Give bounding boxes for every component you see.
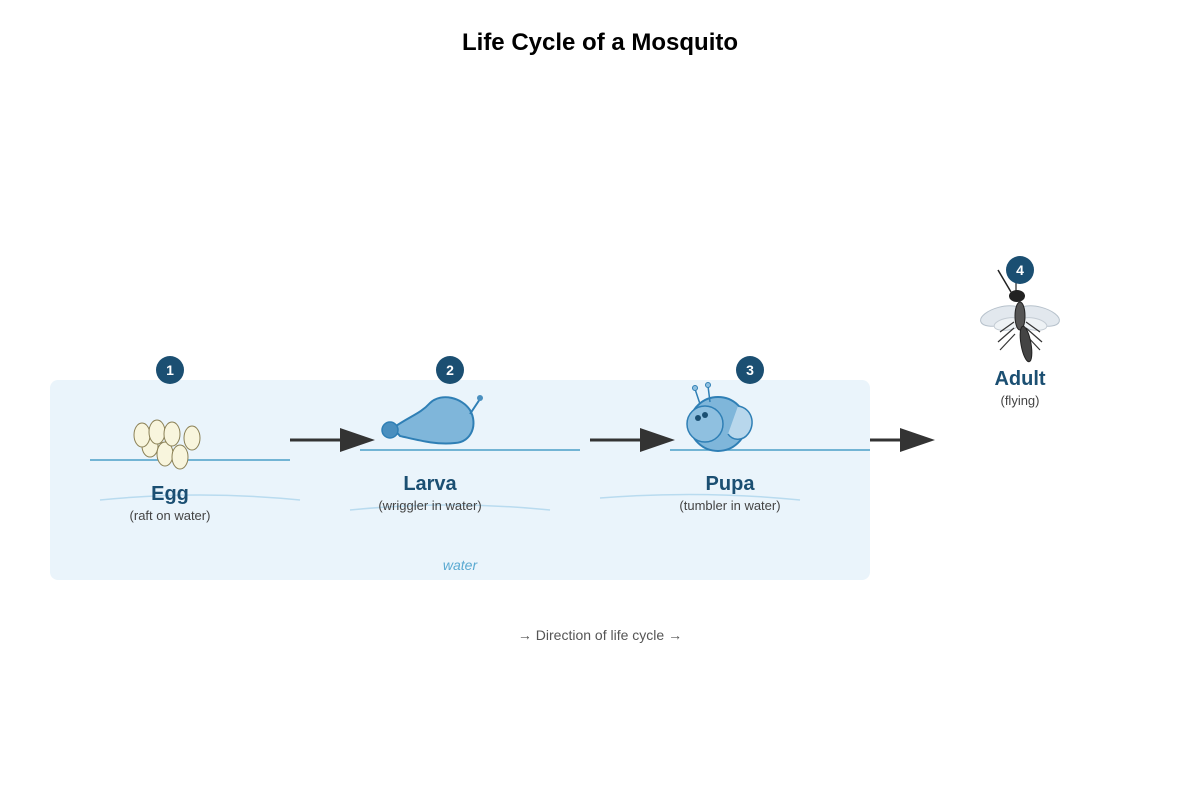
stage-arrows [290,428,935,452]
stage-name: Pupa [706,473,756,495]
stage-subtitle: (flying) [1000,393,1039,408]
arrow-head [340,428,375,452]
arrow-head [900,428,935,452]
stage-name: Egg [151,483,189,505]
stage-number: 1 [166,362,174,378]
water-label: water [443,557,479,573]
stage-number: 3 [746,362,754,378]
mosquito-icon [980,269,1060,363]
water-ripple [349,504,551,511]
stage-number: 4 [1016,262,1024,278]
stage-badge [736,356,764,384]
water-background [50,380,870,580]
diagram-title: Life Cycle of a Mosquito [462,29,738,56]
direction-caption: → Direction of life cycle → [518,627,682,643]
stage-name: Larva [403,473,457,495]
stage-subtitle: (raft on water) [130,508,211,523]
stage-name: Adult [994,368,1045,390]
arrow-head [640,428,675,452]
egg-raft-icon [133,419,201,470]
pupa-icon [686,382,753,452]
stage-pupa: 3 Pupa (tumbler in water) [679,356,781,513]
stage-badge [1006,256,1034,284]
stage-subtitle: (wriggler in water) [378,498,481,513]
stage-badge [436,356,464,384]
stage-adult: 4 Adult (flying) [980,256,1060,408]
stage-egg: 1 Egg (raft on water) [130,356,211,523]
water-ripple [99,494,301,501]
stage-badge [156,356,184,384]
water-ripple [599,493,801,501]
water-panel: water [50,380,870,580]
stage-subtitle: (tumbler in water) [679,498,780,513]
stage-larva: 2 Larva (wriggler in water) [378,356,483,513]
larva-icon [381,395,483,445]
stage-number: 2 [446,362,454,378]
